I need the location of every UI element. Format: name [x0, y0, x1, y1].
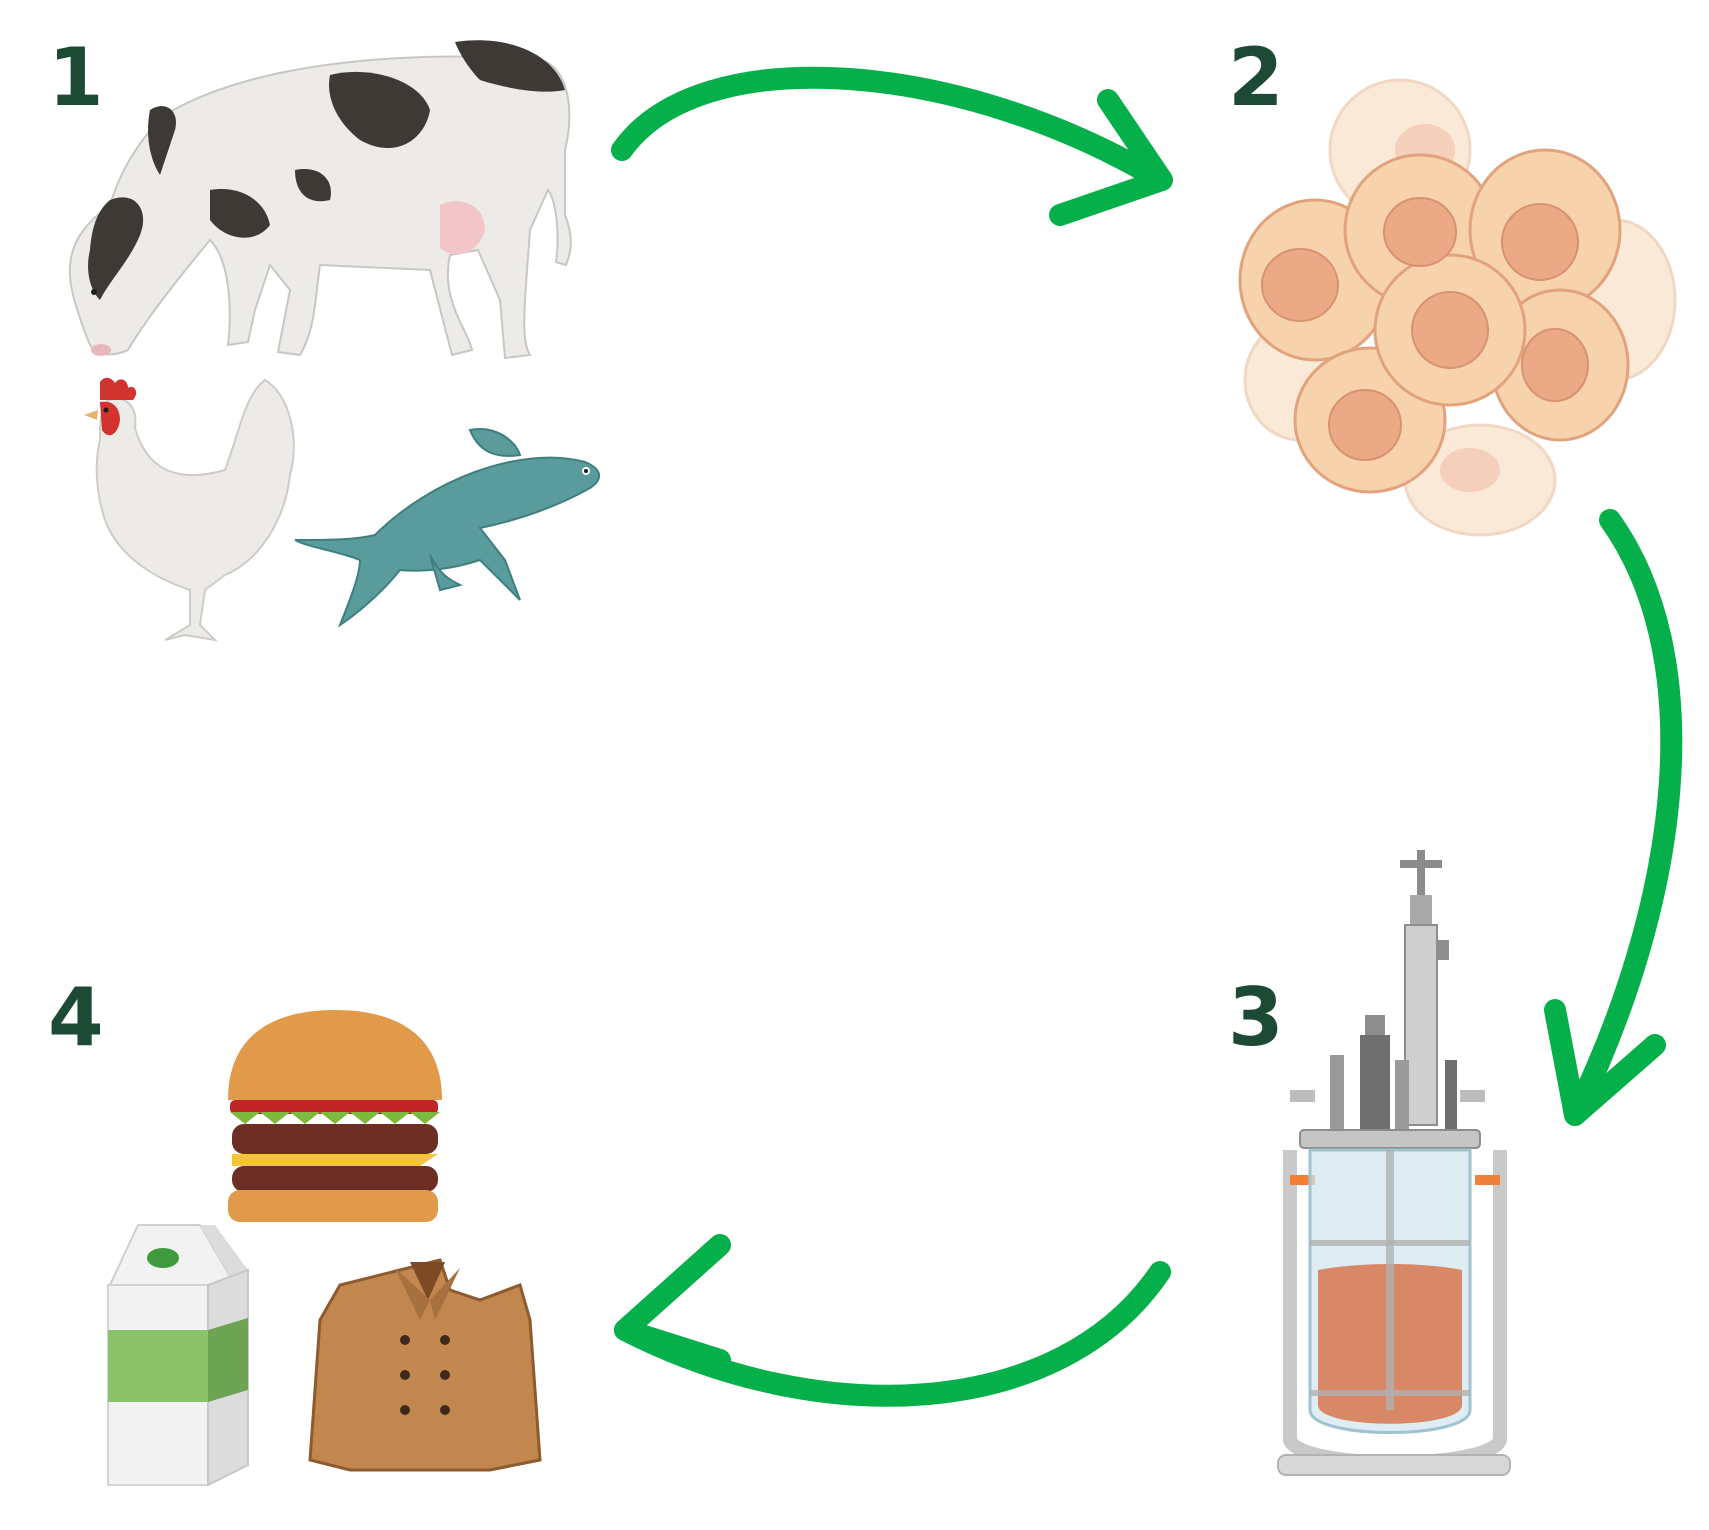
arrow-1-to-2	[611, 66, 1173, 226]
cow-icon	[68, 40, 572, 360]
fish-icon	[294, 428, 600, 628]
step-number-3: 3	[1228, 971, 1284, 1064]
step-number-1: 1	[48, 31, 104, 124]
chicken-icon	[84, 377, 295, 642]
cell-cluster-icon	[1238, 78, 1677, 537]
step-number-2: 2	[1228, 31, 1284, 124]
arrow-2-to-3	[1544, 509, 1683, 1126]
products-icon	[107, 1010, 542, 1487]
coat-icon	[308, 1258, 542, 1472]
bioreactor-icon	[1277, 850, 1511, 1476]
burger-icon	[228, 1010, 442, 1222]
milk-carton-icon	[107, 1224, 249, 1487]
arrow-3-to-4	[614, 1234, 1171, 1407]
livestock-icon	[68, 40, 600, 642]
step-number-4: 4	[48, 971, 104, 1064]
